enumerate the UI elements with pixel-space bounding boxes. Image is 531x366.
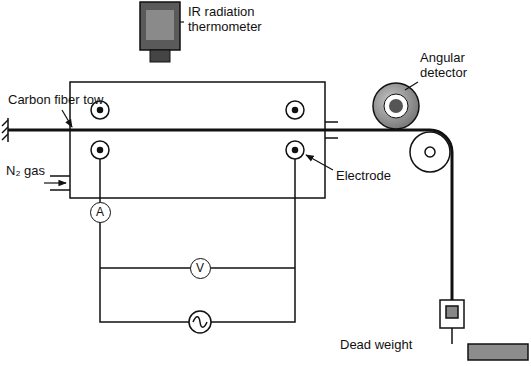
part-label: Electrode [336, 168, 416, 183]
chamber [70, 82, 325, 198]
weight-hanger [440, 300, 528, 360]
meter-symbol: V [196, 262, 204, 275]
instrument-label: IR radiation thermometer [188, 4, 288, 34]
meter-circle: V [190, 258, 211, 279]
pulley [410, 132, 450, 172]
ac-source [189, 311, 211, 333]
angular-detector [373, 83, 419, 129]
rollers [91, 101, 304, 159]
fiber-tow [8, 130, 452, 300]
meter-symbol: A [96, 206, 104, 219]
part-label: Carbon fiber tow [8, 92, 138, 107]
meter-circle: A [90, 202, 111, 223]
ir-thermometer [140, 2, 180, 62]
gas-label: N₂ gas [6, 163, 66, 178]
part-label: Angular detector [420, 50, 500, 80]
fixed-wall [2, 118, 8, 142]
circuit-wires [100, 159, 295, 322]
part-label: Dead weight [340, 337, 440, 352]
